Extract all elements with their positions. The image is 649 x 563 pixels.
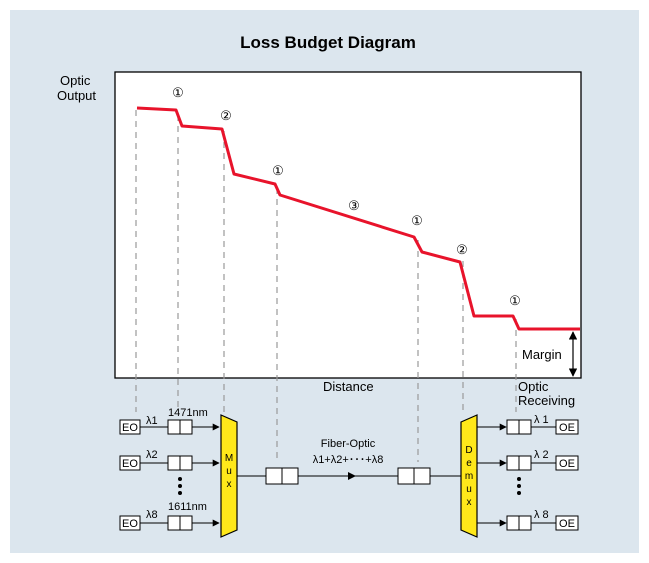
loss-marker: ①: [411, 213, 423, 228]
mux-letter: M: [225, 453, 233, 464]
y-axis-label-line1: Optic: [60, 73, 91, 88]
mux-letter: x: [227, 479, 232, 490]
tx-channel-1: EO λ1 1471nm: [119, 407, 220, 435]
ellipsis-dot: [517, 491, 521, 495]
lambda-label: λ 1: [534, 414, 549, 426]
diagram-title: Loss Budget Diagram: [240, 33, 416, 52]
eo-label: EO: [122, 422, 138, 434]
demux-letter: e: [466, 458, 472, 469]
ellipsis-dot: [178, 484, 182, 488]
lambda-label: λ 2: [534, 449, 549, 461]
receiving-label-line1: Optic: [518, 379, 549, 394]
oe-label: OE: [559, 422, 575, 434]
demux-block: [460, 414, 478, 538]
ellipsis-dot: [178, 491, 182, 495]
fiber-wavelengths: λ1+λ2+･･･+λ8: [313, 454, 384, 466]
demux-letter: x: [467, 497, 472, 508]
oe-label: OE: [559, 458, 575, 470]
oe-box: [555, 515, 579, 531]
loss-markers: ① ② ① ③ ① ② ①: [172, 85, 521, 308]
margin-label: Margin: [522, 347, 562, 362]
loss-marker: ③: [348, 198, 360, 213]
ellipsis-dot: [517, 477, 521, 481]
loss-marker: ②: [220, 108, 232, 123]
demux-letter: m: [465, 471, 473, 482]
oe-box: [555, 455, 579, 471]
receiving-label-line2: Receiving: [518, 393, 575, 408]
loss-marker: ①: [272, 163, 284, 178]
fiber-direction-arrow: [348, 472, 356, 480]
ellipsis-dots: [517, 477, 521, 495]
ellipsis-dots: [178, 477, 182, 495]
guide-lines: [135, 110, 517, 462]
eo-label: EO: [122, 518, 138, 530]
loss-marker: ①: [172, 85, 184, 100]
oe-label: OE: [559, 518, 575, 530]
wavelength-label: 1471nm: [168, 407, 208, 419]
rx-channel-2: λ 2 OE: [477, 449, 579, 471]
mux-block: [220, 414, 238, 538]
ellipsis-dot: [178, 477, 182, 481]
lambda-label: λ8: [146, 509, 158, 521]
eo-label: EO: [122, 458, 138, 470]
mux-letter: u: [226, 466, 232, 477]
tx-channel-8: EO λ8 1611nm: [119, 501, 220, 531]
loss-marker: ①: [509, 293, 521, 308]
loss-curve: [136, 106, 580, 331]
ellipsis-dot: [517, 484, 521, 488]
tx-channel-2: EO λ2: [119, 449, 220, 471]
x-axis-label: Distance: [323, 379, 374, 394]
oe-box: [555, 419, 579, 435]
loss-marker: ②: [456, 242, 468, 257]
demux-letter: u: [466, 484, 472, 495]
lambda-label: λ 8: [534, 509, 549, 521]
wavelength-label: 1611nm: [168, 501, 207, 513]
fiber-label: Fiber-Optic: [321, 438, 376, 450]
lambda-label: λ2: [146, 449, 158, 461]
y-axis-label-line2: Output: [57, 88, 96, 103]
demux-letter: D: [465, 445, 472, 456]
plot-area: [114, 71, 582, 379]
lambda-label: λ1: [146, 415, 158, 427]
rx-channel-8: λ 8 OE: [477, 509, 579, 531]
rx-channel-1: λ 1 OE: [477, 414, 579, 435]
